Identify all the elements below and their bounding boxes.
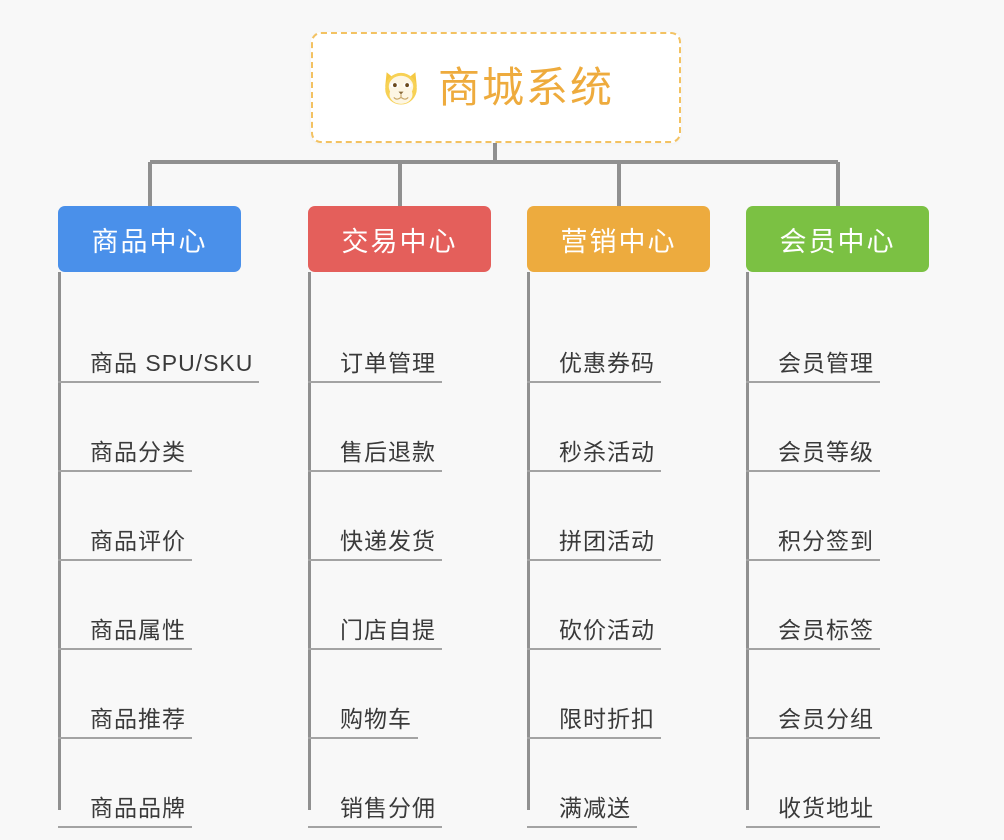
- leaf-item-underline: [308, 559, 442, 561]
- branch-column-2: 交易中心订单管理售后退款快递发货门店自提购物车销售分佣: [308, 206, 491, 828]
- branch-column-1: 商品中心商品 SPU/SKU 商品分类商品评价商品属性商品推荐商品品牌: [58, 206, 259, 828]
- leaf-item-label: 收货地址: [778, 794, 874, 821]
- leaf-item-underline: [58, 381, 259, 383]
- leaf-item-underline: [308, 826, 442, 828]
- leaf-item[interactable]: 商品分类: [58, 383, 241, 472]
- branch-header-label: 营销中心: [560, 226, 677, 257]
- leaf-item[interactable]: 商品 SPU/SKU: [58, 294, 259, 383]
- leaf-item-underline: [746, 470, 880, 472]
- leaf-item-underline: [527, 826, 637, 828]
- leaf-item-underline: [746, 826, 880, 828]
- leaf-item[interactable]: 快递发货: [308, 472, 491, 561]
- leaf-item-label: 会员分组: [778, 705, 874, 732]
- branch-item-list-1: 商品 SPU/SKU 商品分类商品评价商品属性商品推荐商品品牌: [58, 272, 259, 828]
- root-title: 商城系统: [437, 63, 614, 111]
- branch-header-3[interactable]: 营销中心: [527, 206, 710, 272]
- leaf-item[interactable]: 秒杀活动: [527, 383, 710, 472]
- leaf-item[interactable]: 积分签到: [746, 472, 929, 561]
- leaf-item-underline: [58, 826, 192, 828]
- leaf-item[interactable]: 销售分佣: [308, 739, 491, 828]
- leaf-item[interactable]: 会员管理: [746, 294, 929, 383]
- leaf-item-label: 快递发货: [340, 527, 436, 554]
- leaf-item[interactable]: 限时折扣: [527, 650, 710, 739]
- leaf-item-underline: [308, 648, 442, 650]
- leaf-item-label: 商品品牌: [90, 794, 186, 821]
- leaf-item-label: 满减送: [559, 794, 631, 821]
- leaf-item-label: 会员等级: [778, 438, 874, 465]
- leaf-item-label: 购物车: [340, 705, 412, 732]
- leaf-item-underline: [527, 559, 661, 561]
- leaf-item[interactable]: 商品推荐: [58, 650, 241, 739]
- branch-header-2[interactable]: 交易中心: [308, 206, 491, 272]
- leaf-item-label: 优惠券码: [559, 349, 655, 376]
- branch-header-label: 商品中心: [91, 226, 208, 257]
- leaf-item-underline: [527, 648, 661, 650]
- leaf-item-underline: [746, 559, 880, 561]
- branch-rail: [746, 272, 749, 810]
- leaf-item-underline: [308, 737, 418, 739]
- shiba-dog-face-icon: [385, 71, 417, 105]
- leaf-item[interactable]: 拼团活动: [527, 472, 710, 561]
- leaf-item-label: 售后退款: [340, 438, 436, 465]
- leaf-item[interactable]: 商品属性: [58, 561, 241, 650]
- branch-item-list-3: 优惠券码秒杀活动拼团活动砍价活动限时折扣满减送: [527, 272, 710, 828]
- leaf-item[interactable]: 砍价活动: [527, 561, 710, 650]
- leaf-item-underline: [746, 648, 880, 650]
- leaf-item-label: 商品 SPU/SKU: [90, 349, 254, 376]
- leaf-item-underline: [58, 470, 192, 472]
- branch-rail: [308, 272, 311, 810]
- leaf-item-underline: [527, 381, 661, 383]
- leaf-item-label: 商品属性: [90, 616, 186, 643]
- leaf-item-label: 销售分佣: [340, 794, 436, 821]
- branch-item-list-4: 会员管理会员等级积分签到会员标签会员分组收货地址: [746, 272, 929, 828]
- leaf-item-label: 订单管理: [340, 349, 436, 376]
- leaf-item-underline: [58, 737, 192, 739]
- leaf-item-underline: [308, 470, 442, 472]
- leaf-item[interactable]: 商品评价: [58, 472, 241, 561]
- branch-column-4: 会员中心会员管理会员等级积分签到会员标签会员分组收货地址: [746, 206, 929, 828]
- leaf-item[interactable]: 满减送: [527, 739, 710, 828]
- leaf-item[interactable]: 售后退款: [308, 383, 491, 472]
- leaf-item-label: 砍价活动: [559, 616, 655, 643]
- leaf-item-label: 会员管理: [778, 349, 874, 376]
- leaf-item-underline: [308, 381, 442, 383]
- branch-rail: [527, 272, 530, 810]
- leaf-item-label: 会员标签: [778, 616, 874, 643]
- leaf-item[interactable]: 购物车: [308, 650, 491, 739]
- leaf-item-label: 门店自提: [340, 616, 436, 643]
- branch-column-3: 营销中心优惠券码秒杀活动拼团活动砍价活动限时折扣满减送: [527, 206, 710, 828]
- branch-header-label: 会员中心: [779, 226, 896, 257]
- branch-item-list-2: 订单管理售后退款快递发货门店自提购物车销售分佣: [308, 272, 491, 828]
- branch-rail: [58, 272, 61, 810]
- leaf-item-underline: [58, 648, 192, 650]
- leaf-item[interactable]: 门店自提: [308, 561, 491, 650]
- leaf-item-underline: [746, 381, 880, 383]
- branch-header-4[interactable]: 会员中心: [746, 206, 929, 272]
- leaf-item-label: 商品推荐: [90, 705, 186, 732]
- leaf-item[interactable]: 优惠券码: [527, 294, 710, 383]
- leaf-item-underline: [527, 470, 661, 472]
- leaf-item[interactable]: 收货地址: [746, 739, 929, 828]
- leaf-item[interactable]: 订单管理: [308, 294, 491, 383]
- leaf-item[interactable]: 会员分组: [746, 650, 929, 739]
- leaf-item[interactable]: 会员等级: [746, 383, 929, 472]
- leaf-item-label: 拼团活动: [559, 527, 655, 554]
- leaf-item[interactable]: 会员标签: [746, 561, 929, 650]
- leaf-item-label: 秒杀活动: [559, 438, 655, 465]
- leaf-item[interactable]: 商品品牌: [58, 739, 241, 828]
- root-node[interactable]: 商城系统: [311, 32, 681, 143]
- leaf-item-label: 商品评价: [90, 527, 186, 554]
- branch-header-label: 交易中心: [341, 226, 458, 257]
- leaf-item-label: 限时折扣: [559, 705, 655, 732]
- leaf-item-underline: [58, 559, 192, 561]
- leaf-item-label: 商品分类: [90, 438, 186, 465]
- branch-header-1[interactable]: 商品中心: [58, 206, 241, 272]
- leaf-item-underline: [527, 737, 661, 739]
- leaf-item-label: 积分签到: [778, 527, 874, 554]
- leaf-item-underline: [746, 737, 880, 739]
